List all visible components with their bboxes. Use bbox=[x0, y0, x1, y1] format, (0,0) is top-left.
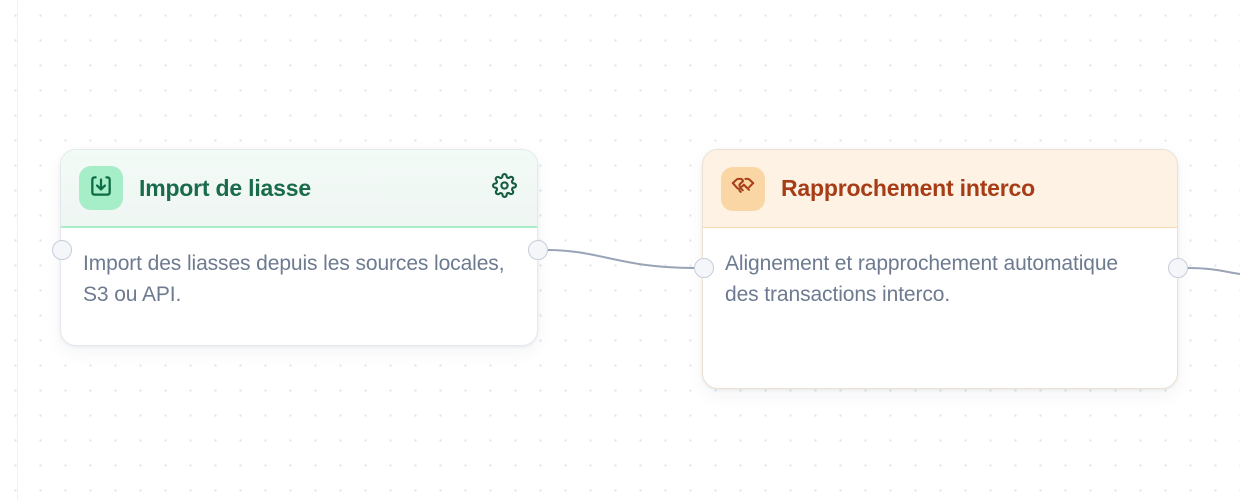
canvas-guide-line bbox=[17, 0, 18, 500]
node-title: Rapprochement interco bbox=[781, 175, 1035, 201]
node-title: Import de liasse bbox=[139, 174, 311, 201]
gear-icon bbox=[491, 173, 517, 203]
node-body: Alignement et rapprochement automatique … bbox=[703, 228, 1177, 332]
node-icon-badge bbox=[721, 166, 765, 211]
node-header: Import de liasse bbox=[61, 150, 537, 228]
node-settings-button[interactable] bbox=[489, 173, 519, 203]
download-icon bbox=[88, 173, 114, 204]
handle-target-left-import[interactable] bbox=[52, 240, 72, 260]
node-header: Rapprochement interco bbox=[703, 150, 1177, 228]
node-description: Alignement et rapprochement automatique … bbox=[725, 252, 1119, 306]
node-icon-badge bbox=[79, 166, 123, 210]
handshake-icon bbox=[730, 173, 756, 204]
handle-source-right-import[interactable] bbox=[528, 240, 548, 260]
handle-target-left-rapprochement[interactable] bbox=[694, 258, 714, 278]
edge-rapprochement-outgoing bbox=[1187, 267, 1240, 275]
handle-source-right-rapprochement[interactable] bbox=[1168, 258, 1188, 278]
node-import-de-liasse[interactable]: Import de liasse Import des liasses depu… bbox=[60, 149, 538, 346]
edge-import-to-rapprochement bbox=[546, 249, 695, 269]
node-body: Import des liasses depuis les sources lo… bbox=[61, 228, 537, 332]
node-description: Import des liasses depuis les sources lo… bbox=[83, 252, 505, 306]
node-rapprochement-interco[interactable]: Rapprochement interco Alignement et rapp… bbox=[702, 149, 1178, 389]
